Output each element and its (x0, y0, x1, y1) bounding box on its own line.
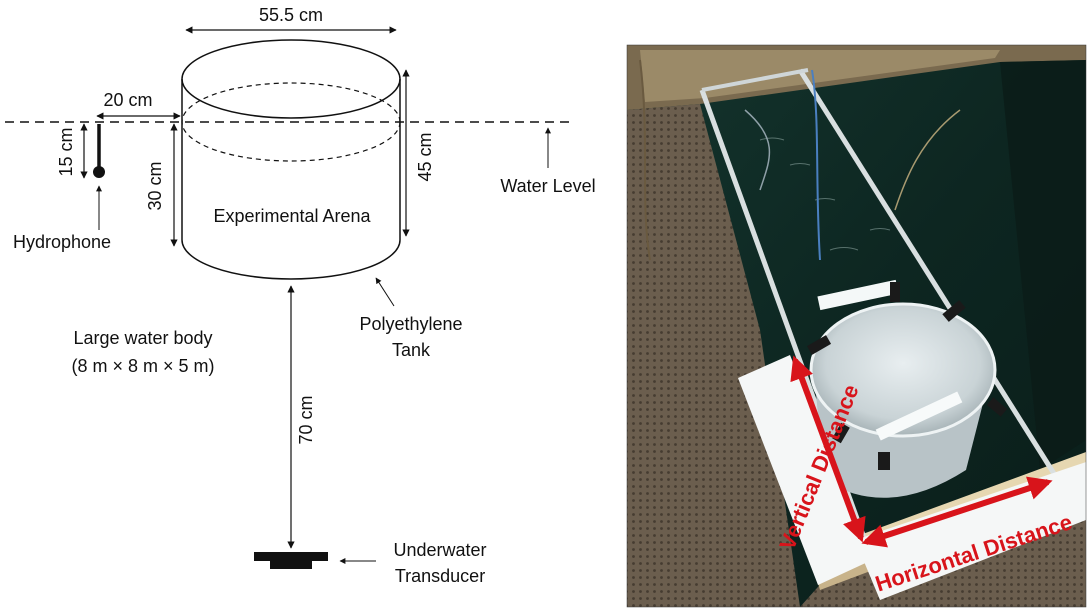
arena-depth-label: 30 cm (145, 161, 165, 210)
hydrophone-icon (93, 124, 105, 178)
polyethylene-tank (181, 39, 401, 280)
cable (744, 109, 771, 191)
water-ripples (759, 137, 891, 251)
offset-dimension-label: 20 cm (103, 90, 152, 110)
width-dimension-label: 55.5 cm (259, 5, 323, 25)
vertical-distance-arrow (790, 355, 866, 543)
tank-label-line1: Polyethylene (359, 314, 462, 334)
tank-height-label: 45 cm (415, 132, 435, 181)
water-level-label: Water Level (500, 176, 595, 196)
experimental-arena-label: Experimental Arena (213, 206, 371, 226)
tank-pointer (375, 277, 395, 307)
water-body-label-line2: (8 m × 8 m × 5 m) (71, 356, 214, 376)
horizontal-distance-arrow (861, 476, 1053, 548)
cable (894, 109, 961, 211)
tank-water-surface (181, 82, 401, 162)
water-body-label-line1: Large water body (73, 328, 212, 348)
light-reflection (817, 279, 899, 311)
transducer-icon (254, 552, 328, 569)
hydrophone-label: Hydrophone (13, 232, 111, 252)
transducer-label-line1: Underwater (393, 540, 486, 560)
transducer-label-line2: Transducer (395, 566, 485, 586)
schematic-diagram: 55.5 cm 20 cm 15 cm Hydrophone 30 cm 45 … (5, 5, 596, 586)
hydrophone-depth-label: 15 cm (56, 127, 76, 176)
tank-label-line2: Tank (392, 340, 431, 360)
transducer-depth-label: 70 cm (296, 395, 316, 444)
cable (639, 59, 651, 261)
cable (811, 69, 821, 261)
setup-photo: Vertical Distance Horizontal Distance (626, 44, 1087, 608)
